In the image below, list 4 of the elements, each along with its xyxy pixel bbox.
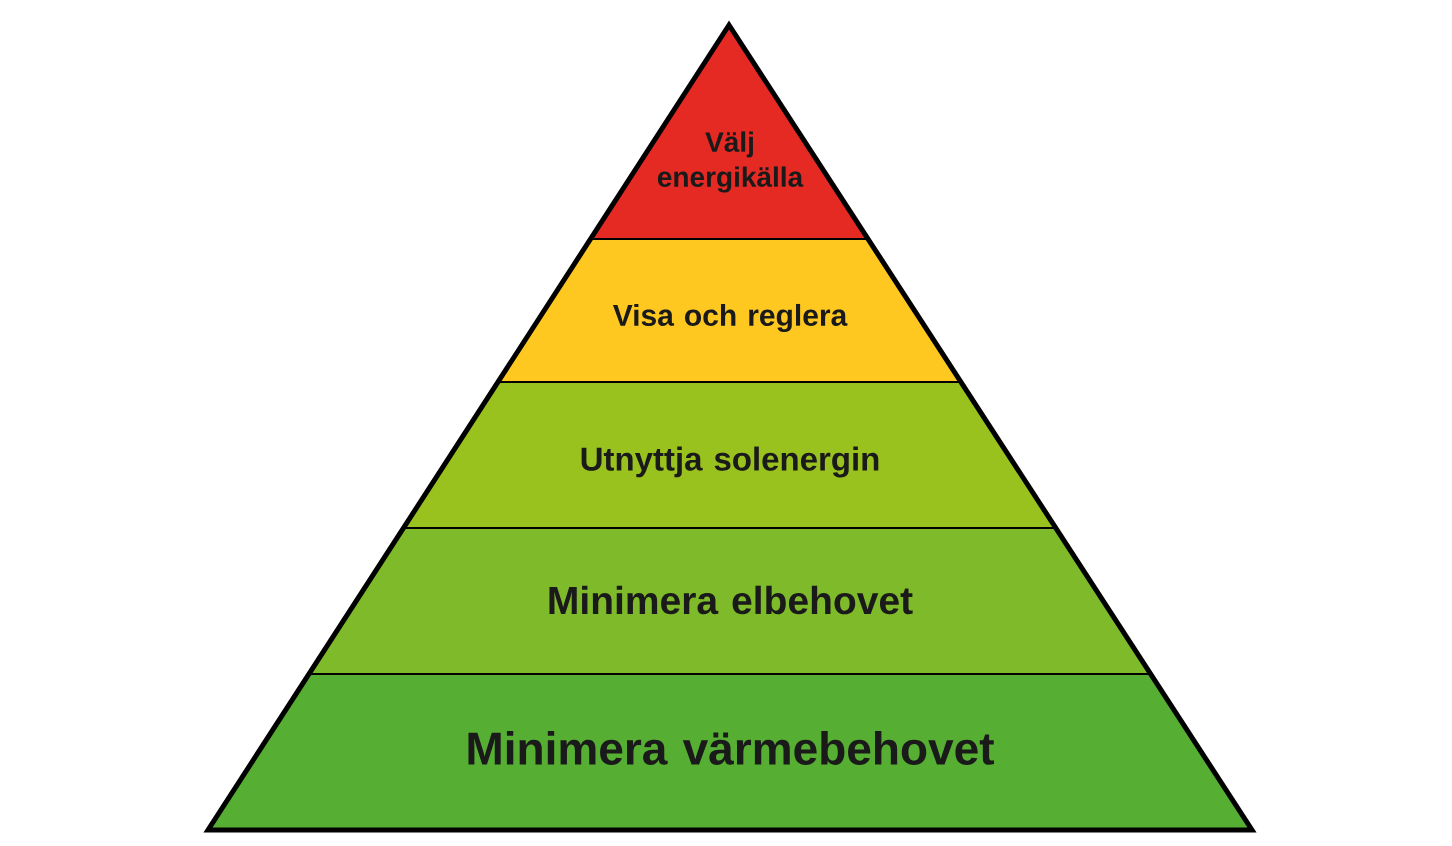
pyramid-tier: Minimera elbehovet bbox=[308, 528, 1151, 674]
pyramid-tier: Visa och reglera bbox=[497, 239, 961, 382]
pyramid-tier: Utnyttja solenergin bbox=[403, 382, 1056, 528]
pyramid-tier: Välj energikälla bbox=[590, 25, 869, 239]
